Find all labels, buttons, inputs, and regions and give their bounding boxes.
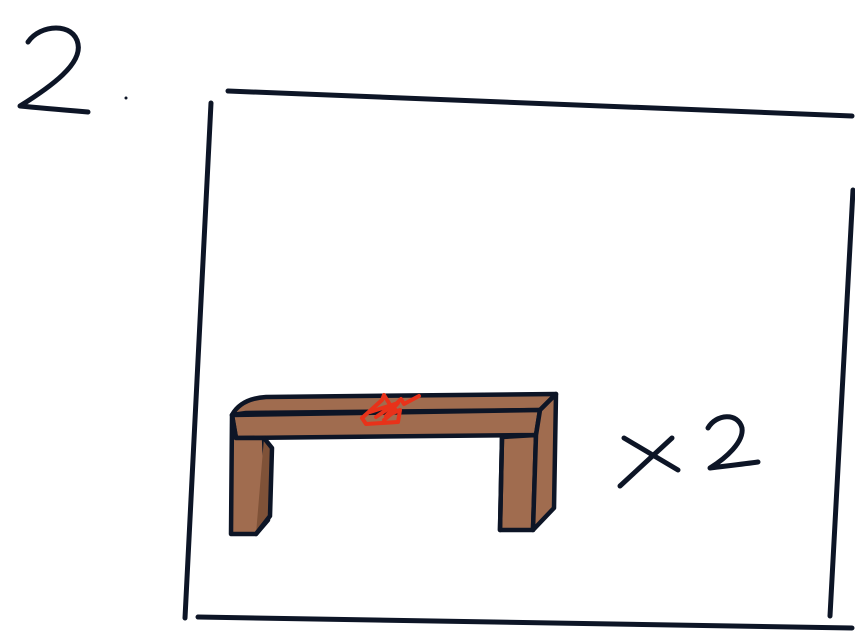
bench-part	[228, 391, 559, 537]
multiplier	[617, 414, 761, 489]
bench-right-side	[530, 391, 559, 533]
step-number-dot	[124, 96, 128, 100]
multiplier-x-symbol	[617, 435, 681, 489]
red-marking-hatch	[374, 404, 398, 422]
red-marking	[360, 393, 421, 426]
bench-right-leg	[497, 432, 539, 533]
step-frame	[182, 88, 855, 631]
frame-bottom-line	[195, 614, 855, 631]
bench-left-leg-inner	[253, 435, 275, 537]
frame-left-line	[182, 100, 214, 621]
frame-right-line	[827, 187, 855, 619]
step-number-digit-2	[17, 25, 91, 115]
frame-top-line	[225, 88, 855, 119]
bench-right-leg-edge	[497, 434, 505, 533]
step-number	[17, 25, 128, 115]
multiplier-count-2	[705, 414, 761, 471]
red-marking-strokes	[360, 401, 402, 426]
